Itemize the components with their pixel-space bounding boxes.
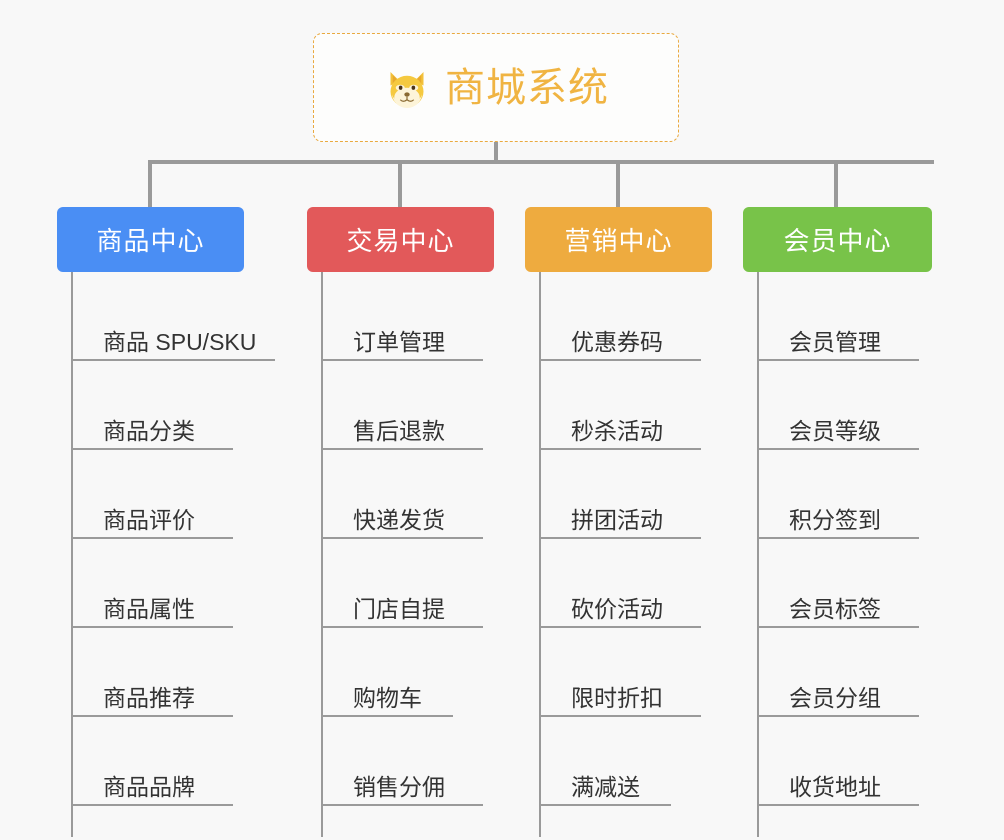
leaf-item[interactable]: 商品推荐	[73, 628, 233, 717]
leaf-item[interactable]: 商品 SPU/SKU	[73, 272, 275, 361]
branch-column-3: 营销中心 优惠券码 秒杀活动 拼团活动 砍价活动 限时折扣 满减送	[525, 207, 712, 837]
leaf-item[interactable]: 满减送	[541, 717, 671, 806]
category-header-2[interactable]: 交易中心	[307, 207, 494, 272]
leaf-label: 拼团活动	[571, 506, 663, 533]
connector-drop-2	[398, 160, 402, 207]
leaf-item[interactable]: 商品评价	[73, 450, 233, 539]
connector-drop-4	[834, 160, 838, 207]
leaf-label: 限时折扣	[571, 684, 663, 711]
leaf-item[interactable]: 会员等级	[759, 361, 919, 450]
leaf-item[interactable]: 商品属性	[73, 539, 233, 628]
leaf-label: 购物车	[353, 684, 422, 711]
leaf-label: 满减送	[571, 773, 640, 800]
root-node[interactable]: 商城系统	[313, 33, 679, 142]
category-title: 交易中心	[346, 226, 455, 256]
leaf-item[interactable]: 拼团活动	[541, 450, 701, 539]
dog-face-icon	[383, 66, 431, 114]
leaf-item[interactable]: 秒杀活动	[541, 361, 701, 450]
leaf-label: 快递发货	[353, 506, 445, 533]
leaf-label: 优惠券码	[571, 328, 663, 355]
branch-column-4: 会员中心 会员管理 会员等级 积分签到 会员标签 会员分组 收货地址	[743, 207, 932, 837]
leaf-list-2: 订单管理 售后退款 快递发货 门店自提 购物车 销售分佣	[321, 272, 494, 837]
leaf-item[interactable]: 快递发货	[323, 450, 483, 539]
leaf-label: 订单管理	[353, 328, 445, 355]
leaf-label: 门店自提	[353, 595, 445, 622]
leaf-label: 商品品牌	[103, 773, 195, 800]
leaf-label: 售后退款	[353, 417, 445, 444]
leaf-item[interactable]: 砍价活动	[541, 539, 701, 628]
branch-column-2: 交易中心 订单管理 售后退款 快递发货 门店自提 购物车 销售分佣	[307, 207, 494, 837]
leaf-label: 商品评价	[103, 506, 195, 533]
leaf-label: 会员管理	[789, 328, 881, 355]
leaf-label: 商品分类	[103, 417, 195, 444]
leaf-item[interactable]: 会员标签	[759, 539, 919, 628]
category-title: 商品中心	[96, 226, 205, 256]
leaf-item[interactable]: 售后退款	[323, 361, 483, 450]
leaf-item[interactable]: 购物车	[323, 628, 453, 717]
leaf-item[interactable]: 订单管理	[323, 272, 483, 361]
leaf-label: 收货地址	[789, 773, 881, 800]
leaf-item[interactable]: 收货地址	[759, 717, 919, 806]
connector-horizontal-bus	[148, 160, 934, 164]
leaf-item[interactable]: 会员管理	[759, 272, 919, 361]
leaf-label: 销售分佣	[353, 773, 445, 800]
leaf-label: 积分签到	[789, 506, 881, 533]
leaf-list-3: 优惠券码 秒杀活动 拼团活动 砍价活动 限时折扣 满减送	[539, 272, 712, 837]
branch-column-1: 商品中心 商品 SPU/SKU 商品分类 商品评价 商品属性 商品推荐 商品品牌	[57, 207, 275, 837]
leaf-label: 商品推荐	[103, 684, 195, 711]
leaf-item[interactable]: 销售分佣	[323, 717, 483, 806]
category-header-1[interactable]: 商品中心	[57, 207, 244, 272]
leaf-item[interactable]: 优惠券码	[541, 272, 701, 361]
leaf-item[interactable]: 门店自提	[323, 539, 483, 628]
root-title: 商城系统	[445, 65, 609, 110]
connector-drop-3	[616, 160, 620, 207]
category-title: 会员中心	[783, 226, 892, 256]
leaf-item[interactable]: 限时折扣	[541, 628, 701, 717]
leaf-item[interactable]: 商品分类	[73, 361, 233, 450]
leaf-label: 商品属性	[103, 595, 195, 622]
category-header-3[interactable]: 营销中心	[525, 207, 712, 272]
leaf-label: 砍价活动	[571, 595, 663, 622]
leaf-item[interactable]: 积分签到	[759, 450, 919, 539]
category-title: 营销中心	[564, 226, 673, 256]
leaf-label: 会员标签	[789, 595, 881, 622]
connector-root-stem	[494, 142, 498, 164]
leaf-label: 会员分组	[789, 684, 881, 711]
leaf-item[interactable]: 商品品牌	[73, 717, 233, 806]
leaf-list-4: 会员管理 会员等级 积分签到 会员标签 会员分组 收货地址	[757, 272, 932, 837]
category-header-4[interactable]: 会员中心	[743, 207, 932, 272]
leaf-list-1: 商品 SPU/SKU 商品分类 商品评价 商品属性 商品推荐 商品品牌	[71, 272, 275, 837]
leaf-item[interactable]: 会员分组	[759, 628, 919, 717]
leaf-label: 会员等级	[789, 417, 881, 444]
leaf-label: 商品 SPU/SKU	[103, 328, 257, 355]
leaf-label: 秒杀活动	[571, 417, 663, 444]
connector-drop-1	[148, 160, 152, 207]
